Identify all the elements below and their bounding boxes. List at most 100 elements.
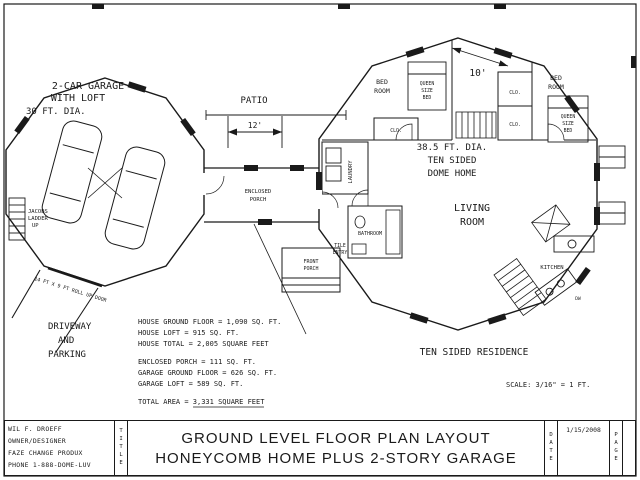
living-room-label: ROOM bbox=[460, 217, 484, 228]
enclosed-porch-label: PORCH bbox=[250, 197, 267, 203]
toilet bbox=[354, 215, 366, 229]
living-room-label: LIVING bbox=[454, 203, 490, 214]
front-porch bbox=[281, 247, 341, 293]
home-diameter-label: TEN SIDED bbox=[428, 156, 477, 166]
exterior-landing bbox=[598, 145, 626, 225]
enclosed-porch-label: ENCLOSED bbox=[245, 189, 272, 195]
owner-name: WIL F. DROEFF bbox=[8, 425, 62, 433]
area-row: HOUSE GROUND FLOOR = 1,090 SQ. FT. bbox=[138, 318, 281, 326]
titleblock-page-label: PAGE bbox=[610, 421, 623, 475]
drawing-title-line2: HONEYCOMB HOME PLUS 2-STORY GARAGE bbox=[155, 449, 517, 467]
titleblock-date-value: 1/15/2008 bbox=[558, 421, 610, 475]
driveway-label: DRIVEWAY bbox=[48, 322, 92, 332]
driveway-label: PARKING bbox=[48, 350, 86, 360]
titleblock-date-label: DATE bbox=[545, 421, 558, 475]
site-features: PATIO 12' DRIVEWAY AND PARKING bbox=[11, 96, 347, 360]
patio-label: PATIO bbox=[240, 96, 267, 106]
dimension-10ft bbox=[451, 47, 509, 67]
rollup-door-line bbox=[47, 266, 103, 288]
front-porch-label: PORCH bbox=[303, 266, 318, 272]
door-swings bbox=[321, 123, 565, 209]
border-tick bbox=[92, 4, 104, 9]
stairs-down bbox=[493, 257, 547, 317]
wall-opening bbox=[316, 189, 322, 209]
queen-bed-label: QUEEN bbox=[420, 81, 435, 87]
titleblock-title-label: TITLE bbox=[115, 421, 128, 475]
jacobs-ladder-label: UP bbox=[32, 223, 39, 229]
kitchen-label: KITCHEN bbox=[540, 265, 563, 271]
kitchen-counters bbox=[534, 235, 595, 306]
jacobs-ladder-label: JACOBS bbox=[28, 209, 48, 215]
driveway-lines bbox=[11, 269, 99, 353]
bedroom-label: ROOM bbox=[374, 87, 390, 95]
area-row: ENCLOSED PORCH = 111 SQ. FT. bbox=[138, 358, 256, 366]
interior-walls bbox=[321, 40, 596, 259]
dimension-10ft-label: 10' bbox=[469, 68, 486, 79]
owner-role: OWNER/DESIGNER bbox=[8, 436, 67, 445]
bedroom-label: BED bbox=[550, 74, 562, 82]
area-row: GARAGE GROUND FLOOR = 626 SQ. FT. bbox=[138, 369, 277, 377]
stairs-to-loft bbox=[455, 111, 497, 139]
area-summary: HOUSE GROUND FLOOR = 1,090 SQ. FT. HOUSE… bbox=[138, 318, 590, 408]
home-diameter-label: 38.5 FT. DIA. bbox=[417, 143, 487, 153]
queen-bed-label: BED bbox=[564, 128, 573, 134]
car bbox=[41, 120, 103, 224]
garage-label: 2-CAR GARAGE bbox=[52, 81, 124, 92]
scale-label: SCALE: 3/16" = 1 FT. bbox=[506, 381, 590, 389]
window-markers bbox=[14, 46, 600, 325]
furniture bbox=[531, 204, 571, 243]
closet-label: CLO. bbox=[390, 128, 402, 134]
tile-entry-label: TILE bbox=[334, 243, 346, 249]
wall-opening bbox=[201, 173, 207, 195]
area-row: GARAGE LOFT = 589 SQ. FT. bbox=[138, 380, 243, 388]
garage-label: WITH LOFT bbox=[51, 93, 105, 104]
garage-plan: 2-CAR GARAGE WITH LOFT 30 FT. DIA. JACOB… bbox=[5, 77, 205, 304]
dimension-12ft-label: 12' bbox=[248, 121, 262, 130]
border-tick bbox=[631, 56, 636, 68]
cross-brace bbox=[87, 167, 123, 199]
border-tick bbox=[338, 4, 350, 9]
border-tick bbox=[494, 4, 506, 9]
laundry-label: LAUNDRY bbox=[348, 160, 354, 184]
washer-dryer bbox=[325, 147, 342, 182]
page-border bbox=[3, 3, 637, 477]
owner-company: FAZE CHANGE PRODUX bbox=[8, 448, 83, 457]
area-row: HOUSE TOTAL = 2,005 SQUARE FEET bbox=[138, 340, 269, 348]
residence-label: TEN SIDED RESIDENCE bbox=[420, 347, 529, 358]
front-porch-label: FRONT bbox=[303, 259, 318, 265]
queen-bed-label: SIZE bbox=[421, 88, 433, 94]
car bbox=[104, 146, 166, 250]
laundry-room bbox=[321, 141, 369, 195]
owner-phone: PHONE 1-888-DOME-LUV bbox=[8, 460, 91, 469]
jacobs-ladder-label: LADDER bbox=[28, 216, 49, 222]
titleblock-page-value bbox=[623, 421, 635, 475]
sink bbox=[567, 239, 577, 249]
jacobs-ladder bbox=[8, 197, 26, 241]
queen-bed-label: BED bbox=[423, 95, 432, 101]
queen-bed-label: SIZE bbox=[562, 121, 574, 127]
title-block: WIL F. DROEFF OWNER/DESIGNER FAZE CHANGE… bbox=[4, 420, 636, 476]
dimension-12ft bbox=[227, 116, 283, 148]
closet-label: CLO. bbox=[509, 122, 521, 128]
queen-bed-label: QUEEN bbox=[561, 114, 576, 120]
bathroom-walls bbox=[347, 205, 403, 259]
area-row-total: TOTAL AREA = 3,331 SQUARE FEET bbox=[138, 398, 265, 406]
driveway-label: AND bbox=[58, 336, 74, 346]
dishwasher-label: DW bbox=[575, 296, 581, 302]
dome-home-plan: 10' BED ROOM BED ROOM QUEEN SIZE BED QUE… bbox=[318, 37, 626, 331]
garage-diameter-label: 30 FT. DIA. bbox=[26, 107, 86, 117]
bedroom-label: BED bbox=[376, 78, 388, 86]
area-row: HOUSE LOFT = 915 SQ. FT. bbox=[138, 329, 239, 337]
titleblock-main-title: GROUND LEVEL FLOOR PLAN LAYOUT HONEYCOMB… bbox=[128, 421, 545, 475]
bathroom-label: BATHROOM bbox=[358, 231, 382, 237]
drawing-title-line1: GROUND LEVEL FLOOR PLAN LAYOUT bbox=[181, 429, 491, 447]
bedroom-label: ROOM bbox=[548, 83, 564, 91]
queen-bed bbox=[407, 61, 447, 111]
closet-label: CLO. bbox=[509, 90, 521, 96]
bathtub bbox=[385, 209, 401, 255]
bathroom-fixtures bbox=[351, 209, 401, 255]
titleblock-owner: WIL F. DROEFF OWNER/DESIGNER FAZE CHANGE… bbox=[5, 421, 115, 475]
walkway-line bbox=[253, 223, 307, 335]
